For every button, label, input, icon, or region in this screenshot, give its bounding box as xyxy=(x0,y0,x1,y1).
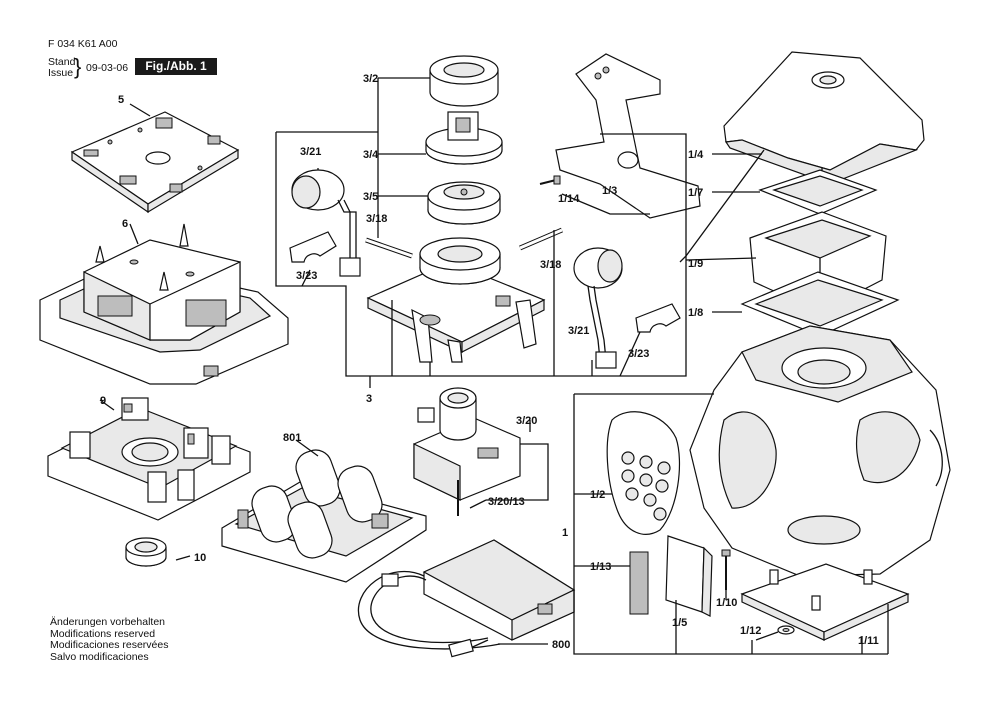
part-1-main-housing xyxy=(689,325,951,577)
label-800: 800 xyxy=(552,639,570,651)
label-5: 5 xyxy=(118,94,124,106)
label-1-3: 1/3 xyxy=(602,185,617,197)
label-3: 3 xyxy=(366,393,372,405)
part-3-5-rotor xyxy=(427,181,501,225)
label-3-21-left: 3/21 xyxy=(300,146,321,158)
label-1-12: 1/12 xyxy=(740,625,761,637)
part-3-21-motor-left xyxy=(291,169,361,277)
part-3-18-shaft-left xyxy=(365,237,413,259)
label-10: 10 xyxy=(194,552,206,564)
part-5-circuit-board xyxy=(70,111,240,214)
part-801-battery-pack xyxy=(221,449,427,583)
label-1-11: 1/11 xyxy=(858,635,879,647)
modifications-notice: Änderungen vorbehalten Modifications res… xyxy=(50,616,169,663)
note-english: Modifications reserved xyxy=(50,627,156,640)
label-1-2: 1/2 xyxy=(590,489,605,501)
part-3-4-pentaprism xyxy=(425,111,503,165)
part-1-11-bottom-plate xyxy=(740,563,910,641)
note-german: Änderungen vorbehalten xyxy=(50,616,166,628)
label-3-5: 3/5 xyxy=(363,191,378,203)
label-3-4: 3/4 xyxy=(363,149,379,161)
part-1-10-screw xyxy=(721,549,731,590)
label-1: 1 xyxy=(562,527,568,539)
figure-badge: Fig./Abb. 1 xyxy=(135,58,217,75)
part-3-23-clip-right xyxy=(635,303,681,333)
label-1-13: 1/13 xyxy=(590,561,611,573)
label-3-23-right: 3/23 xyxy=(628,348,649,360)
label-3-2: 3/2 xyxy=(363,73,378,85)
part-10-ring-nut xyxy=(125,537,167,567)
label-1-14: 1/14 xyxy=(558,193,580,205)
label-3-20-13: 3/20/13 xyxy=(488,496,525,508)
part-labels: 5 6 9 10 801 3/2 3/4 3/5 3/21 3/18 3/23 … xyxy=(100,73,879,651)
label-1-5: 1/5 xyxy=(672,617,687,629)
label-3-18-right: 3/18 xyxy=(540,259,561,271)
part-1-7-window-gasket xyxy=(758,169,878,215)
part-1-3-handle xyxy=(555,53,701,219)
document-number: F 034 K61 A00 xyxy=(48,38,118,50)
label-3-23-left: 3/23 xyxy=(296,270,317,282)
label-3-20: 3/20 xyxy=(516,415,537,427)
label-1-7: 1/7 xyxy=(688,187,703,199)
part-3-base-plate xyxy=(366,237,546,363)
label-1-9: 1/9 xyxy=(688,258,703,270)
brace-symbol: } xyxy=(74,54,82,79)
label-1-10: 1/10 xyxy=(716,597,737,609)
part-3-23-clip-left xyxy=(289,231,337,263)
part-1-8-gasket xyxy=(740,271,900,337)
part-1-13-label-strip xyxy=(629,551,649,615)
leader-lines xyxy=(99,77,889,655)
part-6-bottom-housing xyxy=(39,223,289,385)
part-1-14-screw xyxy=(539,175,561,185)
part-3-21-motor-right xyxy=(573,247,623,369)
issue-label: Issue xyxy=(48,67,74,79)
part-1-4-top-cover xyxy=(723,51,925,185)
label-6: 6 xyxy=(122,218,128,230)
label-1-4: 1/4 xyxy=(688,149,704,161)
note-spanish: Salvo modificaciones xyxy=(50,650,149,663)
issue-date: 09-03-06 xyxy=(86,62,129,74)
part-3-2-cap xyxy=(429,55,499,107)
label-1-8: 1/8 xyxy=(688,307,703,319)
note-french: Modificaciones reservées xyxy=(50,639,169,651)
part-1-2-keypad xyxy=(606,411,681,535)
part-1-12-washer xyxy=(777,625,795,635)
part-800-charger xyxy=(357,539,576,658)
part-3-18-shaft-right xyxy=(519,227,563,251)
part-1-5-panel xyxy=(665,535,713,617)
label-801: 801 xyxy=(283,432,301,444)
part-9-base-frame xyxy=(47,397,251,521)
stand-label: Stand xyxy=(48,56,76,68)
label-9: 9 xyxy=(100,395,106,407)
label-3-21-right: 3/21 xyxy=(568,325,589,337)
label-3-18-left: 3/18 xyxy=(366,213,387,225)
part-3-20-laser-module xyxy=(413,387,521,516)
